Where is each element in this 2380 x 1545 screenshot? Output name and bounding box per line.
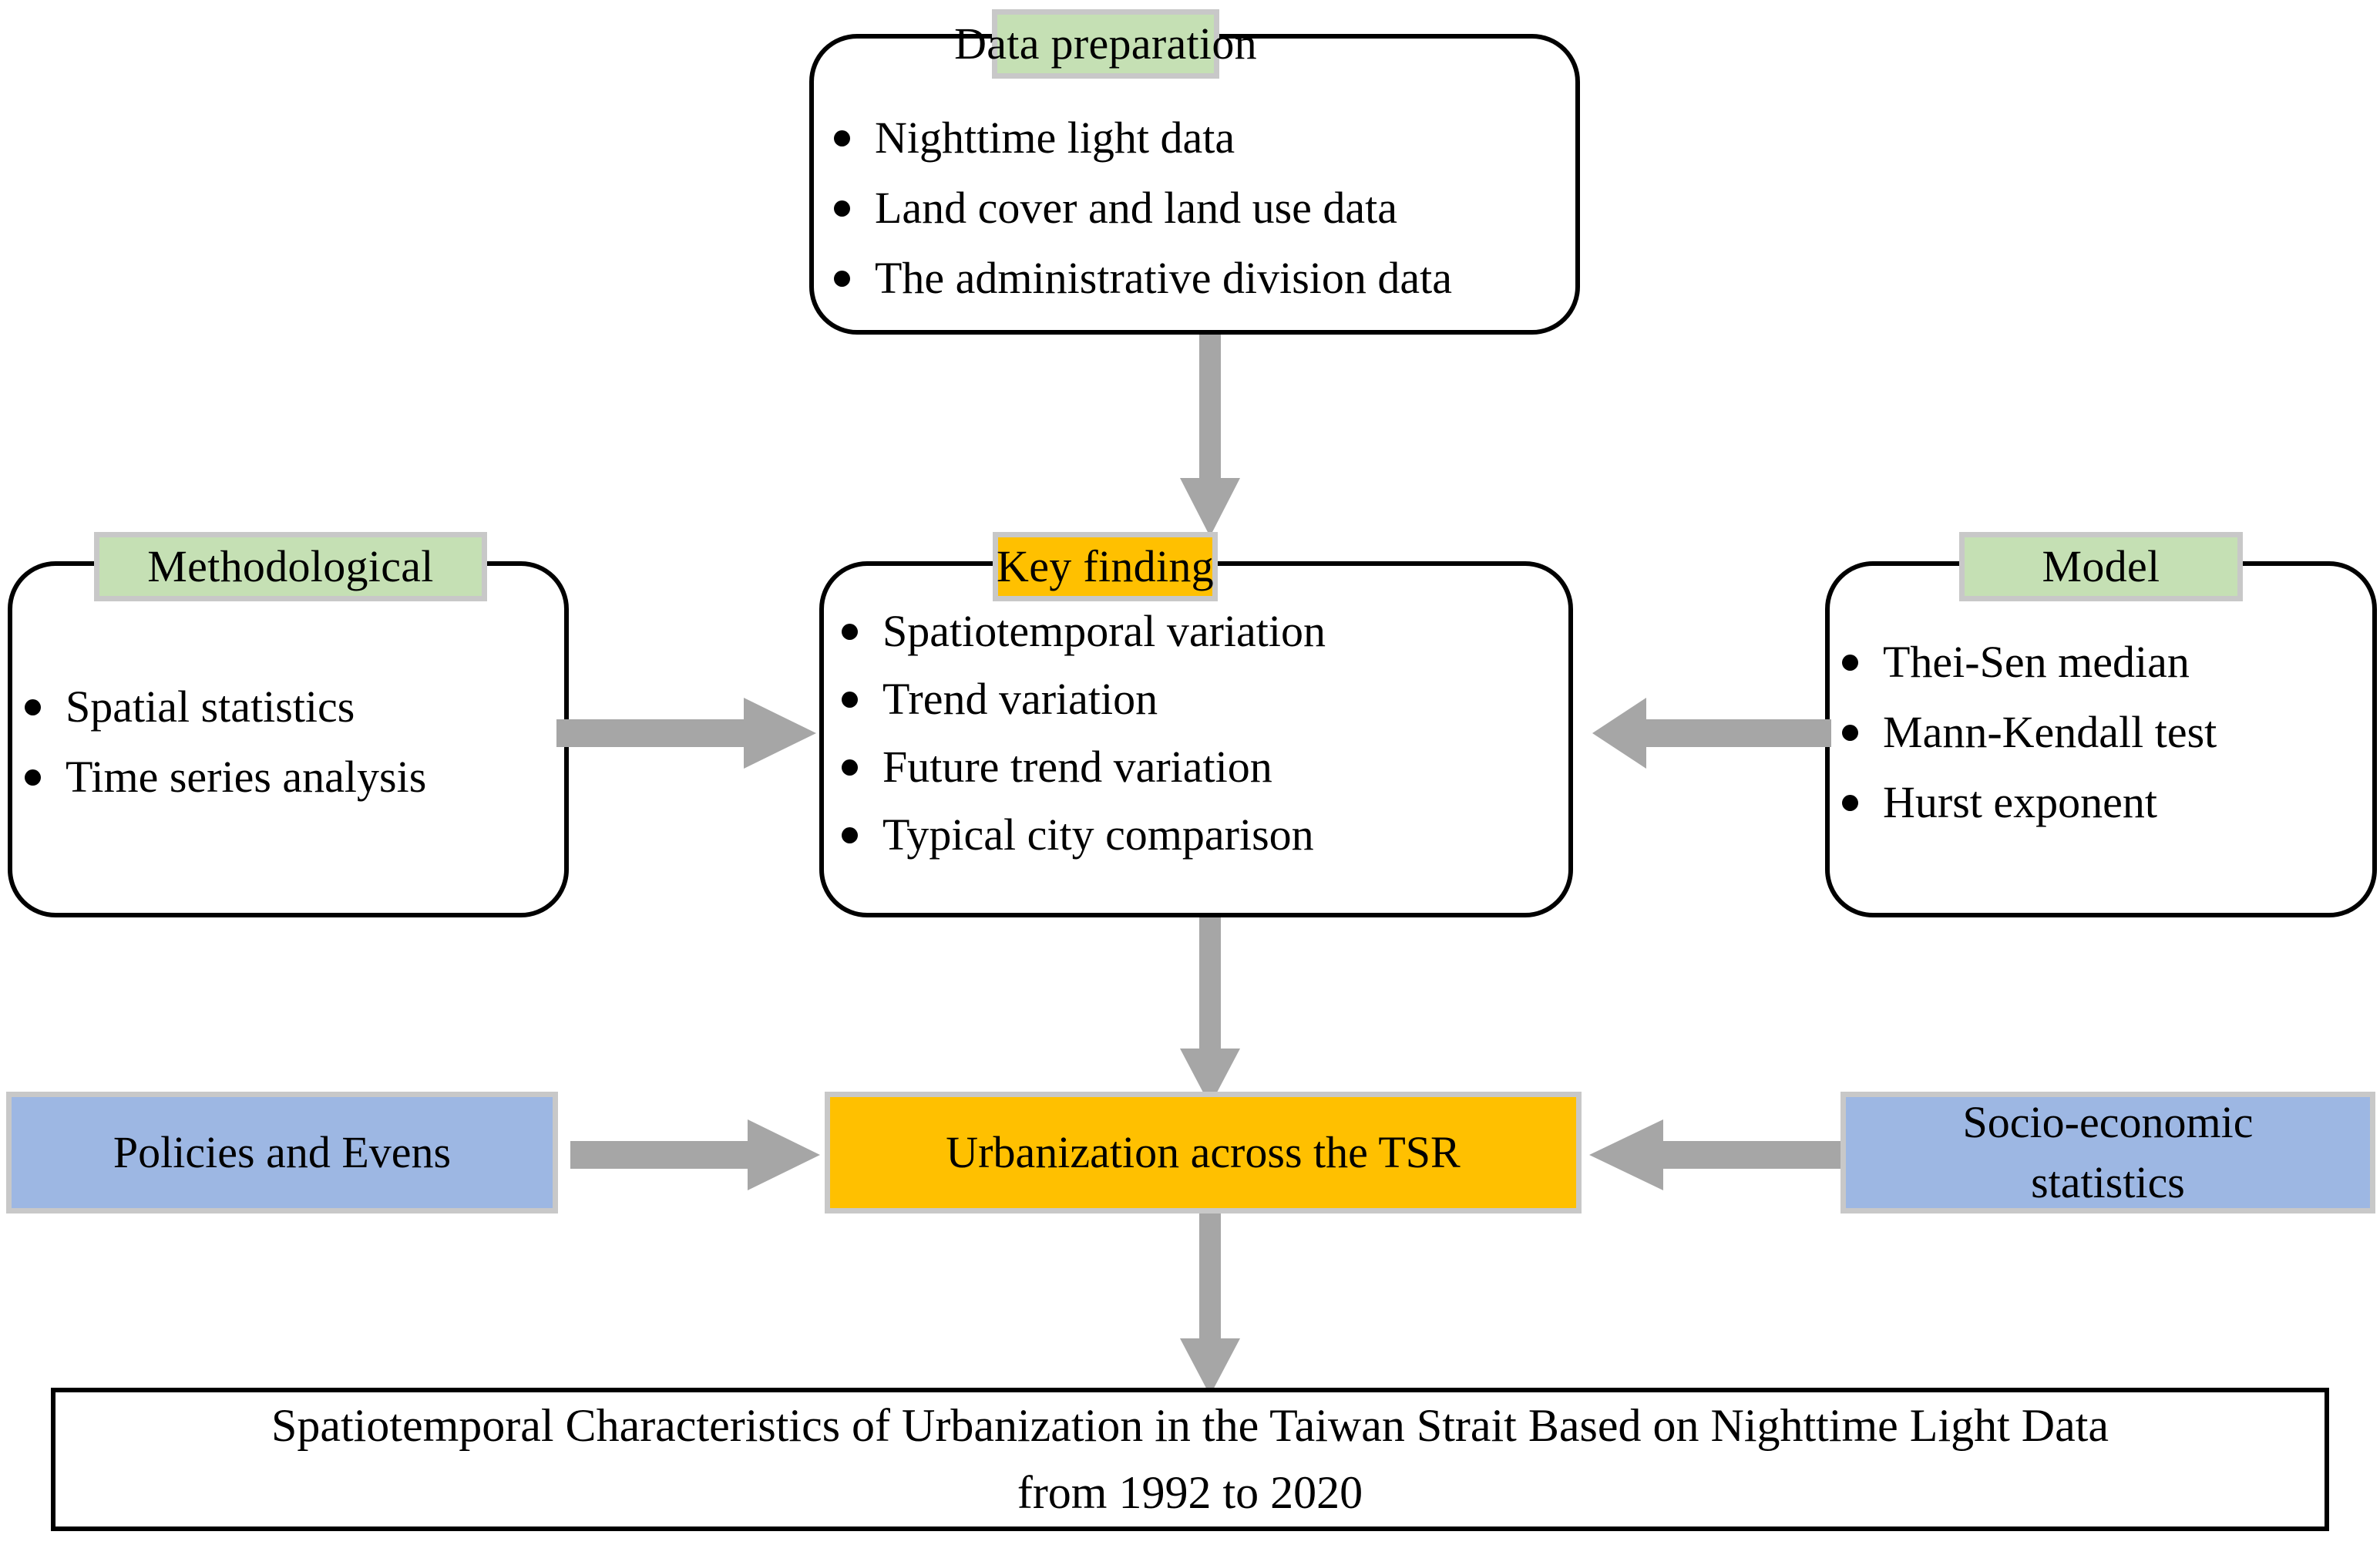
methodological-bullet-list: Spatial statistics Time series analysis <box>25 685 426 799</box>
urbanization-label: Urbanization across the TSR <box>946 1126 1461 1177</box>
list-item-label: Spatial statistics <box>66 682 355 732</box>
bullet-dot-icon <box>834 200 850 217</box>
urbanization-box: Urbanization across the TSR <box>825 1092 1582 1213</box>
arrow-urbanization-to-paper-title <box>1175 1213 1245 1399</box>
list-item: Mann-Kendall test <box>1842 710 2217 755</box>
arrow-policies-to-urbanization <box>570 1116 822 1193</box>
data-preparation-header-label: Data preparation <box>954 19 1257 69</box>
list-item-label: Trend variation <box>882 674 1158 724</box>
list-item: Hurst exponent <box>1842 780 2217 825</box>
socio-economic-box: Socio-economic statistics <box>1840 1092 2375 1213</box>
list-item: The administrative division data <box>834 256 1452 301</box>
key-finding-header-label: Key finding <box>997 541 1214 591</box>
bullet-dot-icon <box>1842 654 1858 671</box>
list-item-label: Land cover and land use data <box>875 183 1397 233</box>
list-item-label: Time series analysis <box>66 752 427 802</box>
list-item: Future trend variation <box>842 745 1326 789</box>
list-item-label: Future trend variation <box>882 742 1272 792</box>
methodological-panel <box>8 561 569 917</box>
list-item-label: Typical city comparison <box>882 810 1314 860</box>
paper-title-line2: from 1992 to 2020 <box>1017 1467 1363 1518</box>
bullet-dot-icon <box>1842 724 1858 741</box>
model-header-chip: Model <box>1959 532 2243 601</box>
model-panel <box>1825 561 2377 917</box>
bullet-dot-icon <box>1842 794 1858 811</box>
arrow-key-finding-to-urbanization <box>1175 917 1245 1109</box>
model-header-label: Model <box>2042 541 2160 591</box>
list-item-label: Mann-Kendall test <box>1883 707 2217 757</box>
arrow-data-preparation-to-key-finding <box>1175 335 1245 540</box>
list-item: Time series analysis <box>25 755 426 799</box>
list-item: Land cover and land use data <box>834 186 1452 231</box>
key-finding-panel <box>819 561 1573 917</box>
list-item: Typical city comparison <box>842 813 1326 857</box>
arrow-methodological-to-key-finding <box>556 692 819 774</box>
bullet-dot-icon <box>842 623 858 640</box>
paper-title-line1: Spatiotemporal Characteristics of Urbani… <box>271 1400 2109 1451</box>
arrow-model-to-key-finding <box>1592 692 1831 774</box>
list-item-label: Nighttime light data <box>875 113 1235 163</box>
socio-economic-label-line1: Socio-economic <box>1962 1096 2254 1147</box>
bullet-dot-icon <box>834 270 850 287</box>
bullet-dot-icon <box>834 130 850 146</box>
socio-economic-label-line2: statistics <box>2031 1157 2185 1207</box>
list-item: Thei-Sen median <box>1842 640 2217 685</box>
methodological-header-chip: Methodological <box>94 532 487 601</box>
list-item: Nighttime light data <box>834 116 1452 160</box>
data-preparation-bullet-list: Nighttime light data Land cover and land… <box>834 116 1452 301</box>
list-item-label: Hurst exponent <box>1883 777 2157 827</box>
arrow-socio-economic-to-urbanization <box>1589 1116 1844 1193</box>
bullet-dot-icon <box>25 698 41 715</box>
policies-and-events-box: Policies and Evens <box>6 1092 558 1213</box>
data-preparation-header-chip: Data preparation <box>954 9 1257 79</box>
methodological-header-label: Methodological <box>147 541 434 591</box>
policies-and-events-label: Policies and Evens <box>113 1126 452 1177</box>
list-item-label: The administrative division data <box>875 253 1452 303</box>
list-item-label: Spatiotemporal variation <box>882 606 1326 656</box>
list-item-label: Thei-Sen median <box>1883 637 2190 687</box>
key-finding-bullet-list: Spatiotemporal variation Trend variation… <box>842 609 1326 857</box>
paper-title-frame: Spatiotemporal Characteristics of Urbani… <box>51 1388 2329 1531</box>
list-item: Trend variation <box>842 677 1326 722</box>
bullet-dot-icon <box>842 759 858 776</box>
list-item: Spatial statistics <box>25 685 426 729</box>
key-finding-header-chip: Key finding <box>993 532 1218 601</box>
bullet-dot-icon <box>842 691 858 708</box>
model-bullet-list: Thei-Sen median Mann-Kendall test Hurst … <box>1842 640 2217 825</box>
bullet-dot-icon <box>25 769 41 786</box>
bullet-dot-icon <box>842 826 858 843</box>
list-item: Spatiotemporal variation <box>842 609 1326 654</box>
